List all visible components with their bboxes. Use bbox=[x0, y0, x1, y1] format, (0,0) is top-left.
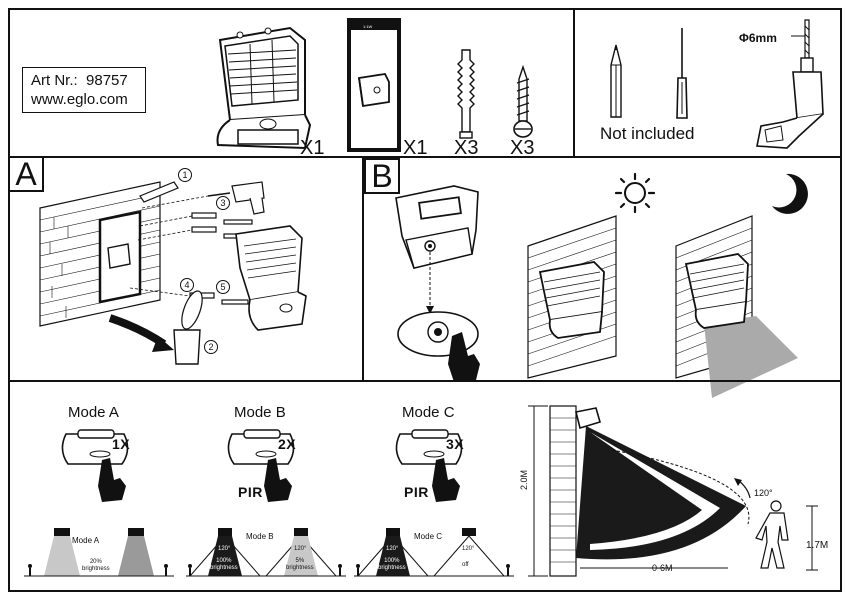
mode-c-caption: Mode C bbox=[414, 532, 443, 541]
screw-quantity: X3 bbox=[510, 137, 535, 159]
mode-b-left-angle: 120° bbox=[218, 546, 231, 552]
step-a-panel: A bbox=[8, 156, 364, 382]
article-box: Art Nr.: 98757 www.eglo.com bbox=[22, 67, 146, 113]
mode-c-button-illustration bbox=[395, 429, 463, 502]
detection-range-label: 0-6M bbox=[652, 563, 673, 573]
mode-c-right-angle: 120° bbox=[462, 546, 475, 552]
detection-range-diagram bbox=[528, 405, 818, 577]
sun-icon bbox=[614, 172, 656, 214]
step-a-number-4: 4 bbox=[180, 278, 194, 292]
mode-a-button-illustration bbox=[61, 429, 129, 502]
mode-c-pir-label: PIR bbox=[404, 484, 429, 500]
mode-b-press-count: 2X bbox=[278, 436, 297, 452]
mode-a-title: Mode A bbox=[68, 404, 119, 421]
step-b-switch-illustration bbox=[395, 185, 480, 382]
template-tag: 1:1W bbox=[363, 24, 373, 29]
mode-b-left-text: 100% brightness bbox=[210, 558, 238, 571]
mode-b-caption: Mode B bbox=[246, 532, 274, 541]
mode-c-title: Mode C bbox=[402, 404, 455, 421]
mode-a-press-count: 1X bbox=[112, 436, 131, 452]
step-a-number-3: 3 bbox=[216, 196, 230, 210]
mode-c-left-text: 100% brightness bbox=[378, 558, 406, 571]
drill-icon bbox=[756, 19, 824, 149]
modes-area: Mode A 1X Mode B 2X PIR Mode C 3X PIR Mo… bbox=[10, 382, 514, 590]
step-b-area: B bbox=[362, 156, 842, 398]
person-height-label: 1.7M bbox=[806, 540, 829, 551]
step-a-number-2: 2 bbox=[204, 340, 218, 354]
mode-b-right-text: 5% brightness bbox=[286, 558, 314, 571]
website-url: www.eglo.com bbox=[31, 91, 128, 108]
screw-icon bbox=[513, 64, 533, 138]
wall-plug-icon bbox=[457, 49, 475, 139]
step-b-letter: B bbox=[364, 158, 400, 194]
lamp-quantity: X1 bbox=[300, 137, 325, 159]
step-a-letter: A bbox=[8, 156, 44, 192]
mode-c-press-count: 3X bbox=[446, 436, 465, 452]
step-a-number-5: 5 bbox=[216, 280, 230, 294]
parts-panel: Art Nr.: 98757 www.eglo.com X1 1:1W X1 bbox=[8, 8, 575, 159]
step-a-number-1: 1 bbox=[178, 168, 192, 182]
screwdriver-icon bbox=[676, 28, 688, 119]
mounting-template-card: 1:1W bbox=[347, 18, 401, 152]
mode-a-light-diagram bbox=[24, 528, 174, 577]
mode-b-right-angle: 120° bbox=[294, 546, 307, 552]
pencil-icon bbox=[610, 44, 622, 118]
plug-quantity: X3 bbox=[454, 137, 479, 159]
mode-b-light-diagram bbox=[186, 528, 346, 577]
mode-c-left-angle: 120° bbox=[386, 546, 399, 552]
night-wall-illustration bbox=[675, 215, 798, 398]
article-label: Art Nr.: bbox=[31, 72, 78, 89]
mode-c-right-text: off bbox=[462, 562, 469, 568]
moon-icon bbox=[772, 173, 808, 214]
mode-b-pir-label: PIR bbox=[238, 484, 263, 500]
solar-lamp-illustration bbox=[216, 26, 312, 150]
step-a-installation-illustration bbox=[39, 181, 307, 365]
mount-height-label: 2.0M bbox=[519, 469, 529, 490]
article-number: 98757 bbox=[86, 72, 128, 89]
tools-panel: Not included Φ6mm bbox=[573, 8, 842, 158]
mode-c-light-diagram bbox=[354, 528, 514, 577]
template-bracket-icon bbox=[357, 73, 390, 108]
middle-divider bbox=[362, 380, 842, 382]
detection-angle-label: 120° bbox=[754, 488, 773, 498]
drill-size-label: Φ6mm bbox=[739, 31, 777, 45]
mode-a-right-text: 20% brightness bbox=[82, 559, 110, 572]
day-wall-illustration bbox=[527, 215, 617, 379]
mode-b-title: Mode B bbox=[234, 404, 286, 421]
not-included-label: Not included bbox=[600, 124, 695, 143]
template-quantity: X1 bbox=[403, 137, 428, 159]
mode-b-button-illustration bbox=[227, 429, 295, 502]
mode-a-caption: Mode A bbox=[72, 536, 100, 545]
